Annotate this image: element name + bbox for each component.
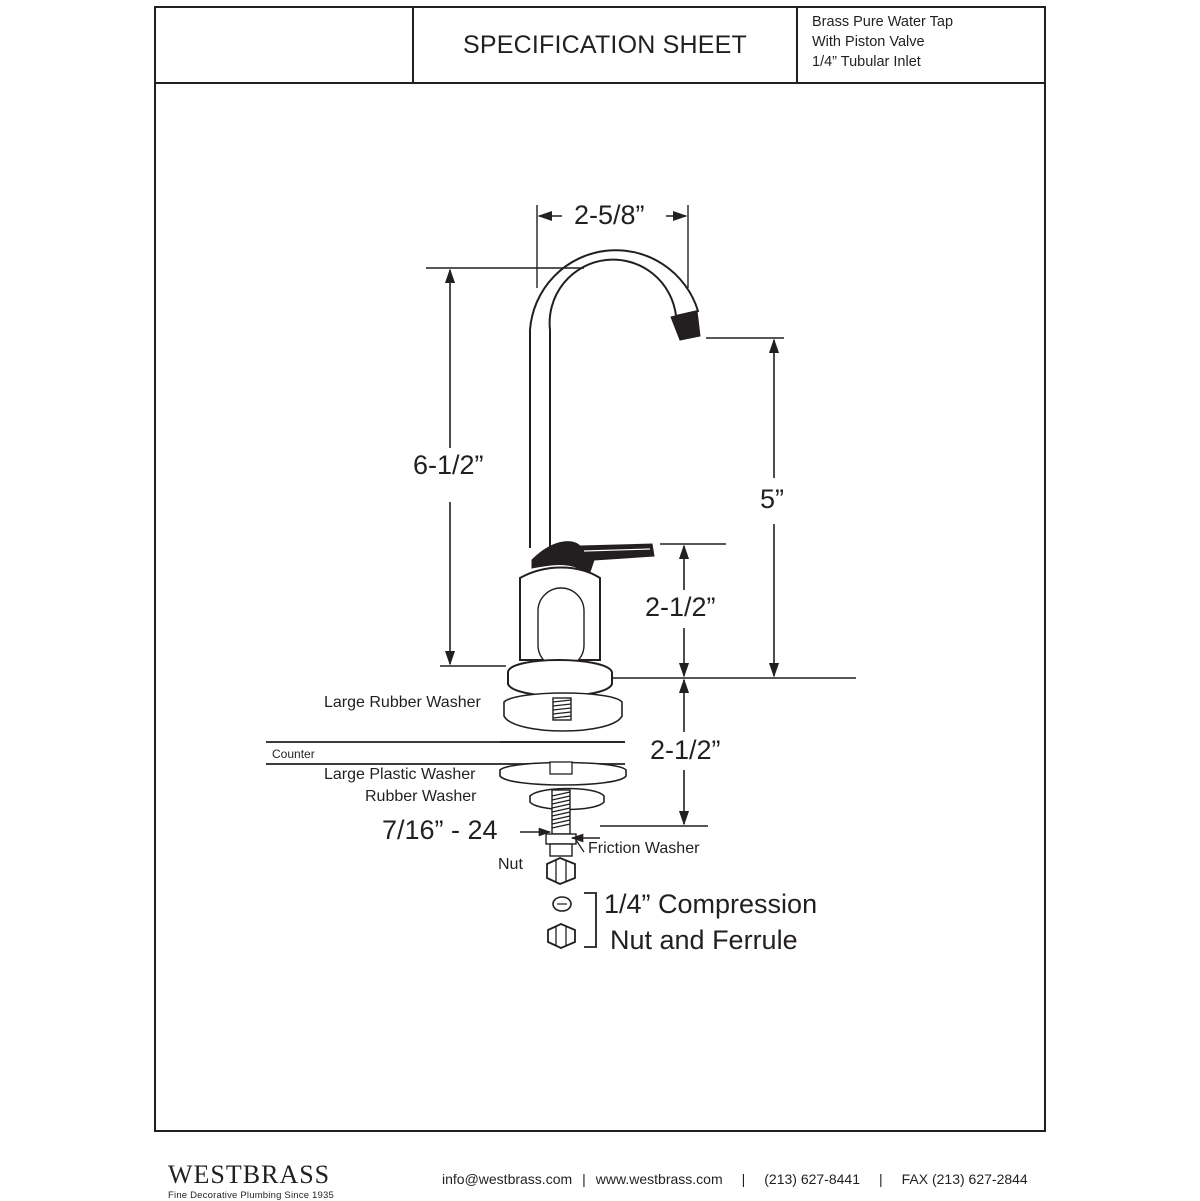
email-link[interactable]: info@westbrass.com <box>442 1171 573 1187</box>
friction-washer-label: Friction Washer <box>588 840 700 857</box>
product-description: Brass Pure Water Tap With Piston Valve 1… <box>798 8 1046 82</box>
thread-size-dimension: 7/16” - 24 <box>382 815 498 845</box>
page-title: SPECIFICATION SHEET <box>463 30 747 59</box>
compression-nut <box>547 923 576 949</box>
brand-name: WESTBRASS <box>168 1160 331 1189</box>
contact-info: info@westbrass.com | www.westbrass.com | (21… <box>442 1171 1028 1187</box>
product-line-3: 1/4” Tubular Inlet <box>812 54 921 70</box>
compression-label-line1: 1/4” Compression <box>604 889 818 919</box>
header-title-cell: SPECIFICATION SHEET <box>414 8 798 82</box>
brand-tagline: Fine Decorative Plumbing Since 1935 <box>168 1190 334 1201</box>
separator: | <box>582 1171 586 1187</box>
compression-label-line2: Nut and Ferrule <box>610 925 798 955</box>
large-plastic-washer-label: Large Plastic Washer <box>324 766 476 783</box>
overall-height-dimension: 6-1/2” <box>413 450 484 480</box>
product-line-1: Brass Pure Water Tap <box>812 14 954 30</box>
rubber-washer-label: Rubber Washer <box>365 788 477 805</box>
counter-label: Counter <box>272 747 315 761</box>
lever-handle <box>531 541 655 579</box>
product-line-2: With Piston Valve <box>812 34 925 50</box>
fax-number: FAX (213) 627-2844 <box>901 1171 1028 1187</box>
aerator-tip <box>670 310 701 341</box>
phone-number: (213) 627-8441 <box>764 1171 860 1187</box>
friction-washer <box>545 833 577 845</box>
large-rubber-washer-label: Large Rubber Washer <box>324 694 481 711</box>
spout-height-dimension: 5” <box>760 484 785 514</box>
separator: | <box>879 1171 883 1187</box>
separator: | <box>741 1171 746 1187</box>
westbrass-logo: WESTBRASS Fine Decorative Plumbing Since… <box>168 1162 334 1201</box>
body-height-dimension: 2-1/2” <box>645 592 716 622</box>
base-flange <box>507 659 613 697</box>
nut-label: Nut <box>498 856 523 873</box>
shank-length-dimension: 2-1/2” <box>650 735 721 765</box>
spout-reach-dimension: 2-5/8” <box>574 200 645 230</box>
website-link[interactable]: www.westbrass.com <box>595 1171 723 1187</box>
nut <box>546 857 576 885</box>
header-bar: SPECIFICATION SHEET Brass Pure Water Tap… <box>156 8 1044 84</box>
spec-sheet-frame: SPECIFICATION SHEET Brass Pure Water Tap… <box>154 6 1046 1132</box>
header-blank-cell <box>156 8 414 82</box>
spout-outline <box>529 249 700 548</box>
